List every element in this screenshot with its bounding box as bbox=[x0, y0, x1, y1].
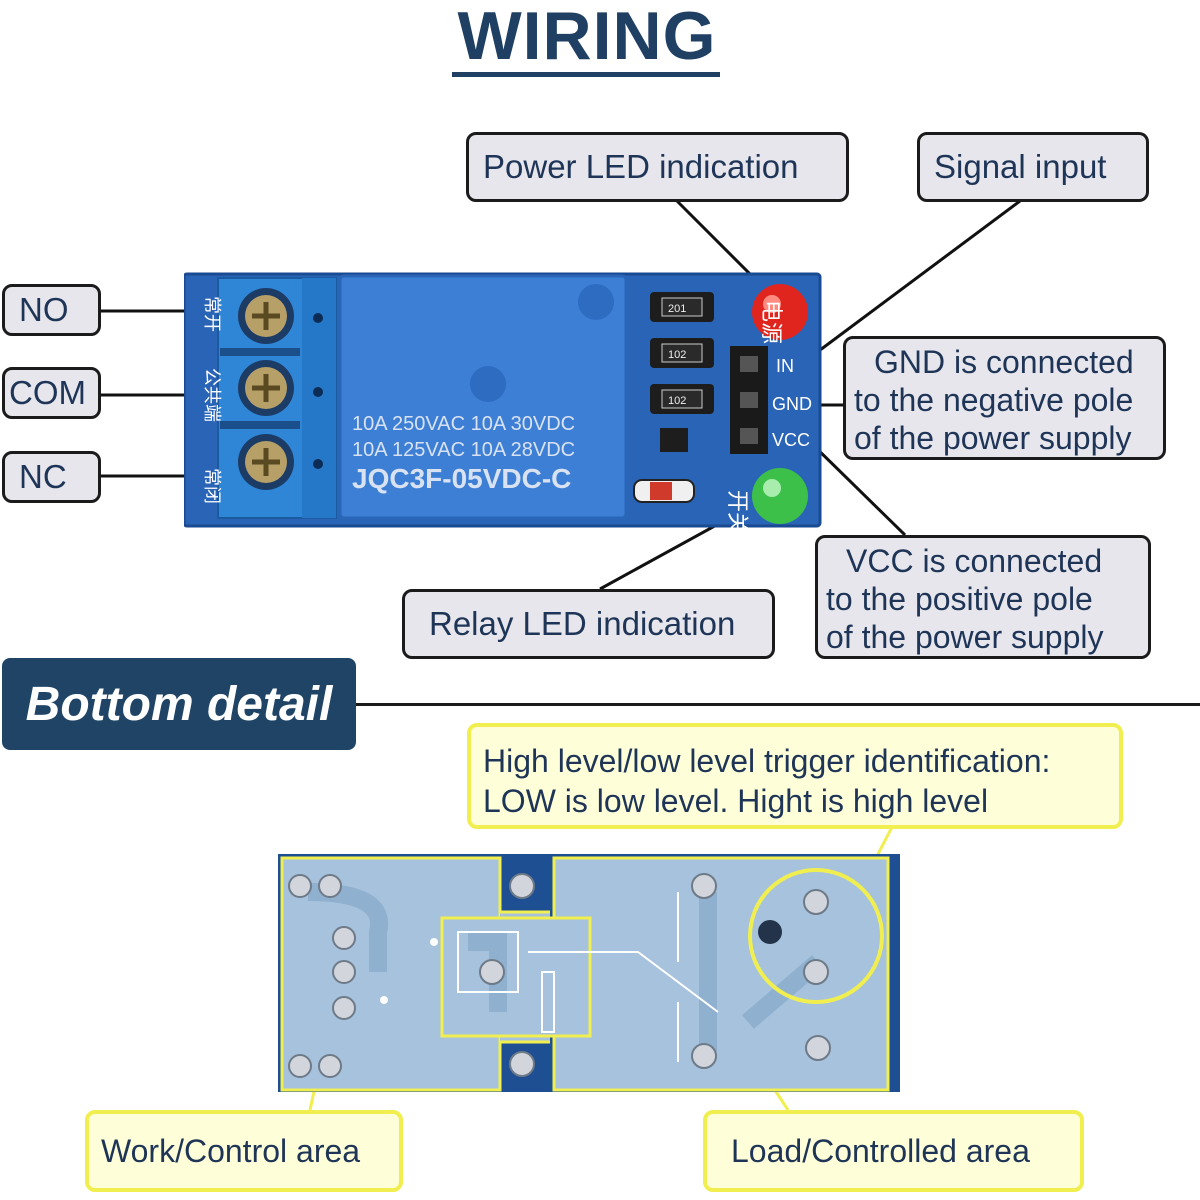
resistors: 201 102 102 bbox=[650, 292, 714, 414]
transistor bbox=[660, 428, 688, 452]
solder-pads bbox=[288, 873, 831, 1078]
relay-text-line2: 10A 125VAC 10A 28VDC bbox=[352, 439, 575, 461]
vcc-label-line3: of the power supply bbox=[826, 619, 1104, 655]
gnd-label-line3: of the power supply bbox=[854, 420, 1132, 456]
pin-label-vcc: VCC bbox=[772, 430, 810, 450]
trigger-label-line2: LOW is low level. Hight is high level bbox=[483, 783, 989, 819]
pin-label-in: IN bbox=[776, 356, 794, 376]
trigger-circle bbox=[748, 868, 884, 1004]
gnd-label-line2: to the negative pole bbox=[854, 382, 1134, 418]
led-chars: 电源 开关 bbox=[725, 300, 784, 530]
terminal-char-no: 常开 bbox=[202, 296, 222, 332]
title-underline bbox=[452, 72, 720, 77]
line-signal-input bbox=[803, 199, 1021, 364]
bottom-detail-heading: Bottom detail bbox=[2, 658, 356, 750]
resistor-1: 201 bbox=[668, 303, 686, 315]
terminal-char-nc: 常闭 bbox=[202, 468, 222, 504]
led-char-relay: 开关 bbox=[725, 490, 750, 530]
line-vcc bbox=[806, 438, 907, 537]
page-title: WIRING bbox=[457, 0, 717, 74]
pin-labels: IN GND VCC bbox=[772, 356, 812, 450]
trigger-label: High level/low level trigger identificat… bbox=[467, 723, 1123, 829]
led-char-power: 电源 bbox=[759, 300, 784, 344]
vcc-label-line2: to the positive pole bbox=[826, 581, 1093, 617]
trigger-label-line1: High level/low level trigger identificat… bbox=[483, 743, 1051, 779]
vcc-label: VCC is connected to the positive pole of… bbox=[815, 535, 1151, 659]
section-divider bbox=[356, 703, 1200, 706]
relay-text-line3: JQC3F-05VDC-C bbox=[352, 463, 571, 494]
nc-label: NC bbox=[2, 451, 101, 503]
relay-module-bottom bbox=[278, 854, 900, 1092]
power-led-label: Power LED indication bbox=[466, 132, 849, 202]
signal-input-label: Signal input bbox=[917, 132, 1149, 202]
terminal-char-com: 公共端 bbox=[202, 368, 222, 422]
relay-text-line1: 10A 250VAC 10A 30VDC bbox=[352, 413, 575, 435]
terminal-screws bbox=[238, 288, 294, 490]
com-label: COM bbox=[2, 367, 101, 419]
load-area-region bbox=[552, 856, 890, 1092]
relay-led-label: Relay LED indication bbox=[402, 589, 775, 659]
relay-label: 10A 250VAC 10A 30VDC 10A 125VAC 10A 28VD… bbox=[352, 413, 575, 494]
gnd-label-line1: GND is connected bbox=[874, 344, 1134, 380]
resistor-2: 102 bbox=[668, 349, 686, 361]
terminal-chars: 常开 公共端 常闭 bbox=[202, 296, 222, 504]
no-label: NO bbox=[2, 284, 101, 336]
pin-label-gnd: GND bbox=[772, 394, 812, 414]
relay-module-top: 常开 公共端 常闭 10A 250VAC 10A 30VDC 10A 125VA… bbox=[184, 272, 822, 530]
load-area-label: Load/Controlled area bbox=[703, 1110, 1084, 1192]
work-area-label: Work/Control area bbox=[85, 1110, 403, 1192]
gnd-label: GND is connected to the negative pole of… bbox=[843, 336, 1166, 460]
vcc-label-line1: VCC is connected bbox=[846, 543, 1103, 579]
resistor-3: 102 bbox=[668, 395, 686, 407]
